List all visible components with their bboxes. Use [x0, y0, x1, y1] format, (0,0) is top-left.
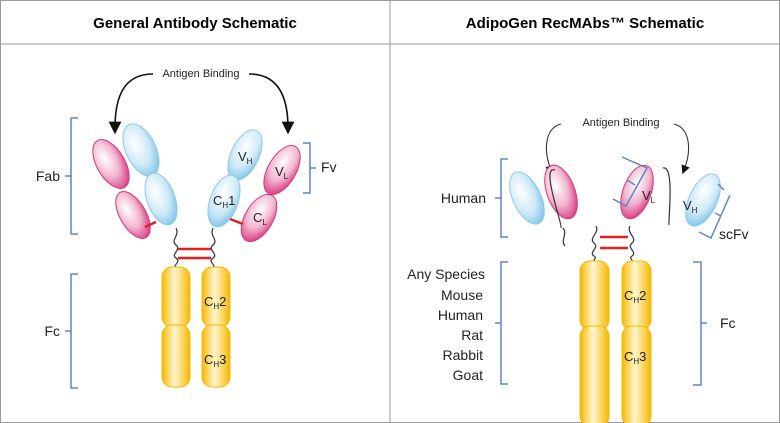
fc-ch2-left [161, 266, 191, 328]
antigen-binding-label: Antigen Binding [162, 68, 239, 80]
hinge-left-right-panel [591, 225, 598, 263]
human-bracket [495, 158, 508, 238]
fc-ch3-left [161, 324, 191, 388]
antigen-binding-label-right: Antigen Binding [582, 117, 659, 129]
ch3-label-right: CH3 [624, 349, 646, 366]
ch1-label: CH1 [213, 193, 235, 210]
scfv-vh-right [685, 173, 721, 227]
scfv-linker-left [549, 169, 562, 229]
fc-bracket-right [693, 261, 707, 386]
heavy-chain-ch1-left [144, 172, 178, 226]
fc-ch3-right [201, 324, 231, 388]
light-chain-variable-left [92, 139, 130, 189]
human-label: Human [441, 190, 486, 206]
fab-label: Fab [36, 168, 60, 184]
right-panel-title: AdipoGen RecMAbs™ Schematic [466, 15, 704, 32]
left-panel: General Antibody Schematic Antigen Bindi… [36, 15, 337, 389]
vh-label-right: VH [683, 198, 698, 215]
ss-bond-left [144, 220, 157, 229]
ch2-label: CH2 [204, 294, 226, 311]
fc-ch3-right [621, 325, 652, 423]
cl-label: CL [253, 210, 267, 227]
fc-bracket [65, 273, 78, 389]
scfv-vh-left [509, 171, 545, 225]
heavy-chain-ch1-right [207, 174, 241, 228]
left-panel-title: General Antibody Schematic [93, 15, 297, 32]
fc-label: Fc [44, 323, 60, 339]
fc-ch2-left [579, 260, 610, 331]
ch3-label: CH3 [204, 352, 226, 369]
species-item: Goat [453, 367, 483, 383]
species-bracket [495, 261, 508, 385]
antigen-arrow-right-icon [248, 73, 295, 135]
antigen-arrow-left-icon [545, 123, 562, 175]
ss-bond-right [229, 217, 244, 226]
species-item: Any Species [407, 266, 485, 282]
fv-label: Fv [321, 159, 337, 175]
antigen-arrow-left-icon [108, 73, 154, 135]
scfv-linker-right [662, 167, 671, 226]
species-item: Human [438, 307, 483, 323]
light-chain-variable-right [263, 145, 301, 195]
linker-left [562, 227, 566, 247]
vh-label: VH [238, 149, 253, 166]
hinge-right-right-panel [628, 225, 635, 263]
scfv-vl-right [620, 164, 654, 220]
right-panel: AdipoGen RecMAbs™ Schematic Antigen Bind… [407, 15, 749, 423]
scfv-bracket [698, 183, 731, 240]
vl-bracket [612, 156, 649, 208]
light-chain-constant-right [240, 193, 278, 243]
hinge-right [210, 227, 216, 269]
scfv-label: scFv [719, 226, 749, 242]
species-item: Rat [461, 327, 483, 343]
ch2-label-right: CH2 [624, 288, 646, 305]
antigen-arrow-right-icon [673, 123, 690, 175]
species-item: Rabbit [443, 347, 484, 363]
species-list: Any Species Mouse Human Rat Rabbit Goat [407, 266, 485, 383]
vl-label: VL [275, 164, 289, 181]
scfv-vl-left [544, 164, 578, 220]
fv-bracket [303, 142, 316, 194]
light-chain-constant-left [115, 191, 151, 239]
fab-bracket [65, 117, 78, 235]
fc-label-right: Fc [720, 315, 736, 331]
fc-ch3-left [579, 325, 610, 423]
species-item: Mouse [441, 287, 483, 303]
hinge-left [173, 227, 179, 269]
vl-label-right: VL [642, 188, 656, 205]
